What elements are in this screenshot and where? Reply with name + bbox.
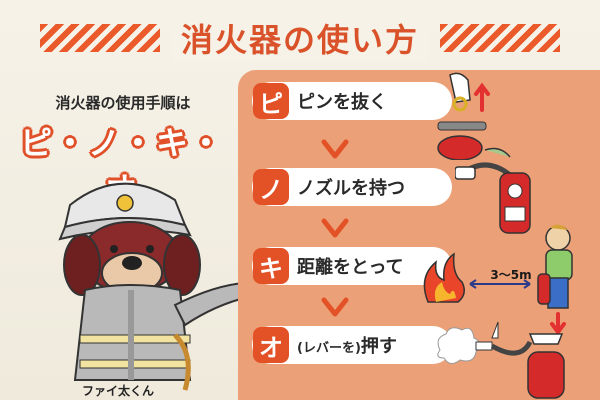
step-label: ノズルを持つ	[297, 178, 405, 199]
step-squeeze-lever: オ (レバーを)押す	[252, 326, 452, 364]
down-arrow-icon	[321, 297, 349, 317]
keep-distance-illustration	[423, 224, 573, 309]
step-badge: ピ	[253, 83, 289, 119]
step-label-main: 押す	[360, 336, 397, 357]
pull-pin-illustration	[437, 72, 490, 160]
distance-label: 3～5m	[490, 268, 532, 282]
down-arrow-icon	[321, 218, 349, 238]
step-keep-distance: キ 距離をとって	[252, 247, 452, 285]
firefighter-dog-mascot	[58, 182, 262, 391]
step-label: 距離をとって	[297, 257, 404, 278]
page-title: 消火器の使い方	[170, 15, 429, 61]
step-label: (レバーを)押す	[297, 332, 397, 358]
step-label: ピンを抜く	[297, 92, 387, 113]
title-stripe-left	[40, 24, 160, 52]
step-hold-nozzle: ノ ノズルを持つ	[252, 168, 452, 206]
step-label-prefix: (レバーを)	[297, 341, 361, 356]
usage-procedure-caption: 消火器の使用手順は	[55, 94, 191, 112]
hold-nozzle-illustration	[455, 147, 531, 234]
step-badge: ノ	[253, 169, 289, 205]
step-badge: キ	[253, 248, 289, 284]
title-banner: 消火器の使い方	[40, 10, 560, 66]
step-pull-pin: ピ ピンを抜く	[252, 82, 452, 120]
mascot-name: ファイ太くん	[81, 384, 154, 398]
title-stripe-right	[440, 24, 560, 52]
squeeze-lever-illustration	[437, 312, 566, 399]
step-badge: オ	[253, 327, 289, 363]
down-arrow-icon	[321, 139, 349, 159]
